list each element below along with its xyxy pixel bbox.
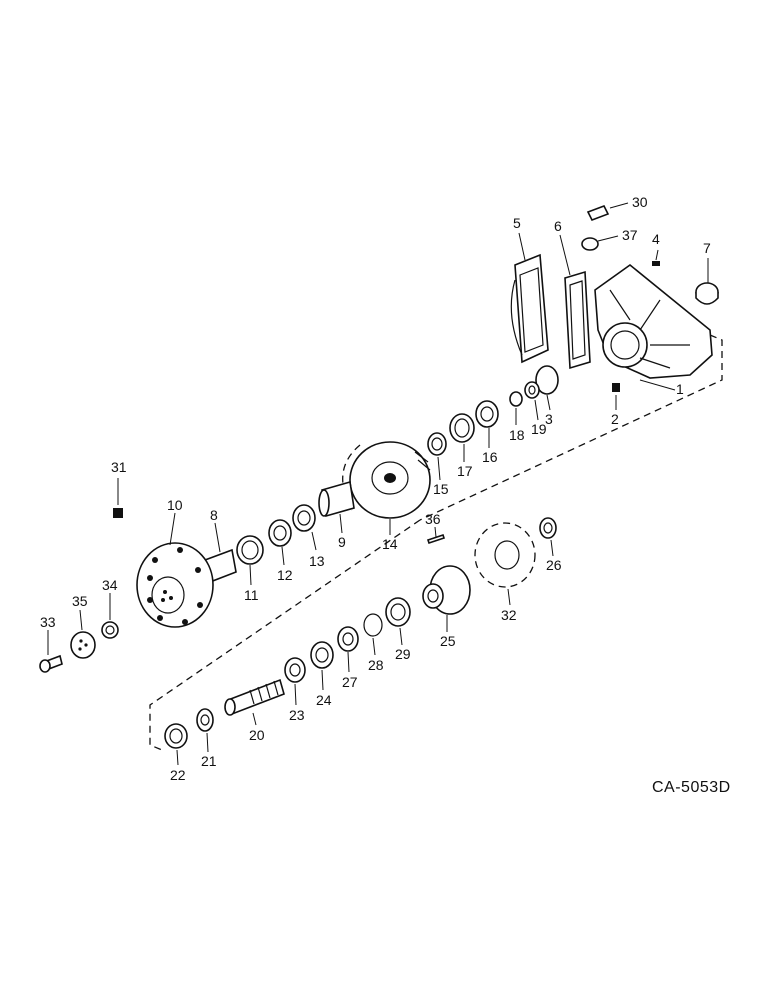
part-32-gear xyxy=(474,522,536,588)
part-3-seal xyxy=(535,365,559,395)
part-5-cover-plate xyxy=(510,253,549,364)
callout-8: 8 xyxy=(210,507,218,523)
callout-1: 1 xyxy=(676,381,684,397)
callout-22: 22 xyxy=(170,767,186,783)
callout-30: 30 xyxy=(632,194,648,210)
part-11-seal xyxy=(236,535,264,565)
part-36-pin xyxy=(426,533,446,545)
leader-lines xyxy=(47,202,709,766)
part-37-nut xyxy=(581,237,599,251)
part-12-bearing-cup xyxy=(268,519,292,547)
callout-26: 26 xyxy=(546,557,562,573)
callout-36: 36 xyxy=(425,511,441,527)
callout-24: 24 xyxy=(316,692,332,708)
callout-2: 2 xyxy=(611,411,619,427)
part-22-seal xyxy=(164,723,188,749)
part-13-bearing xyxy=(292,504,316,532)
part-16-bearing xyxy=(475,400,499,428)
part-26-seal xyxy=(539,517,557,539)
part-6-gasket xyxy=(564,270,591,370)
callout-29: 29 xyxy=(395,646,411,662)
part-7-cap xyxy=(695,282,719,305)
part-33-bolt xyxy=(39,654,63,673)
part-28-ring xyxy=(363,613,383,637)
callout-3: 3 xyxy=(545,411,553,427)
callout-14: 14 xyxy=(382,536,398,552)
callout-33: 33 xyxy=(40,614,56,630)
part-15-seal xyxy=(427,432,447,456)
callout-19: 19 xyxy=(531,421,547,437)
callout-20: 20 xyxy=(249,727,265,743)
callout-6: 6 xyxy=(554,218,562,234)
callout-9: 9 xyxy=(338,534,346,550)
part-17-bearing-cup xyxy=(449,413,475,443)
part-31-nut xyxy=(113,508,123,518)
callout-11: 11 xyxy=(244,587,259,603)
callout-16: 16 xyxy=(482,449,498,465)
callout-10: 10 xyxy=(167,497,183,513)
part-29-washer xyxy=(385,597,411,627)
callout-15: 15 xyxy=(433,481,449,497)
callout-4: 4 xyxy=(652,231,660,247)
part-21-bearing xyxy=(196,708,214,732)
part-35-plate xyxy=(70,631,96,659)
callout-labels: 1 2 3 4 5 6 7 8 9 10 11 12 13 14 15 16 1… xyxy=(40,194,711,783)
callout-34: 34 xyxy=(102,577,118,593)
part-1-housing xyxy=(594,263,713,379)
callout-5: 5 xyxy=(513,215,521,231)
part-27-bearing xyxy=(337,626,359,652)
part-20-shaft xyxy=(224,678,285,716)
part-23-bearing xyxy=(284,657,306,683)
callout-18: 18 xyxy=(509,427,525,443)
part-4-plug xyxy=(652,261,660,266)
callout-35: 35 xyxy=(72,593,88,609)
drawing-code: CA-5053D xyxy=(652,779,731,796)
assembly-guide-line-upper xyxy=(419,334,723,521)
part-24-bearing-cup xyxy=(310,641,334,669)
part-14-pulley xyxy=(342,441,431,519)
part-34-washer xyxy=(101,621,119,639)
part-2-fitting xyxy=(612,383,620,392)
part-10-hub xyxy=(136,542,214,628)
callout-13: 13 xyxy=(309,553,325,569)
callout-25: 25 xyxy=(440,633,456,649)
callout-32: 32 xyxy=(501,607,517,623)
callout-37: 37 xyxy=(622,227,638,243)
part-9-sleeve xyxy=(318,480,355,518)
callout-12: 12 xyxy=(277,567,293,583)
assembly-guide-line-lower xyxy=(149,519,421,751)
callout-23: 23 xyxy=(289,707,305,723)
part-30-bolt xyxy=(586,204,610,222)
callout-17: 17 xyxy=(457,463,473,479)
callout-21: 21 xyxy=(201,753,217,769)
callout-31: 31 xyxy=(111,459,127,475)
part-18-washer xyxy=(509,391,523,407)
callout-7: 7 xyxy=(703,240,711,256)
callout-28: 28 xyxy=(368,657,384,673)
callout-27: 27 xyxy=(342,674,358,690)
part-19-nut xyxy=(524,381,540,399)
part-25-flange xyxy=(422,565,471,615)
